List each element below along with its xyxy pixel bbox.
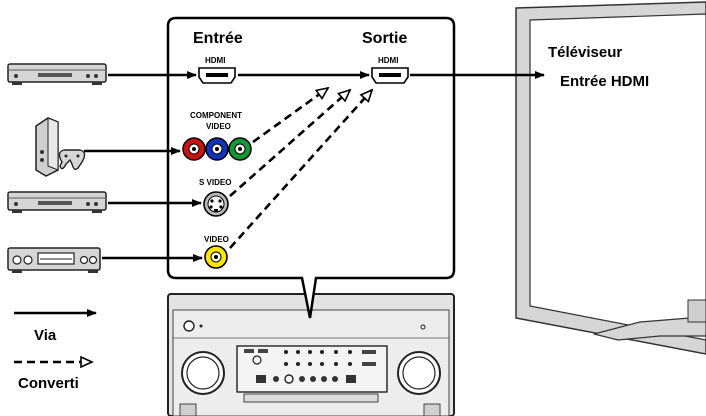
game-console-icon xyxy=(35,117,86,177)
input-column-header: Entrée xyxy=(193,30,243,47)
input-hdmi-label: HDMI xyxy=(205,56,225,65)
svideo-jack-icon xyxy=(203,191,229,217)
composite-video-jack-icon xyxy=(204,245,228,269)
av-receiver-icon xyxy=(167,293,455,416)
output-column-header: Sortie xyxy=(362,30,407,47)
component-video-label-line2: VIDEO xyxy=(206,122,231,131)
tv-name-label: Téléviseur xyxy=(548,44,622,61)
callout-panel xyxy=(166,16,456,319)
video-conversion-arrow xyxy=(229,90,372,249)
dvd-player-icon xyxy=(7,191,107,213)
legend-dashed-label: Converti xyxy=(18,375,79,392)
svideo-conversion-arrow xyxy=(229,90,350,197)
vcr-icon xyxy=(7,247,101,273)
tv-input-label: Entrée HDMI xyxy=(560,73,649,90)
composite-video-label: VIDEO xyxy=(204,235,229,244)
component-conversion-arrow xyxy=(252,88,328,144)
svideo-label: S VIDEO xyxy=(199,178,231,187)
television-icon xyxy=(515,1,706,355)
component-video-jacks-icon xyxy=(182,137,252,161)
output-hdmi-label: HDMI xyxy=(378,56,398,65)
input-hdmi-port-icon xyxy=(198,67,236,84)
output-hdmi-port-icon xyxy=(371,67,409,84)
legend-solid-label: Via xyxy=(34,327,57,344)
component-video-label-line1: COMPONENT xyxy=(190,111,242,120)
dvd-player-icon xyxy=(7,63,107,85)
